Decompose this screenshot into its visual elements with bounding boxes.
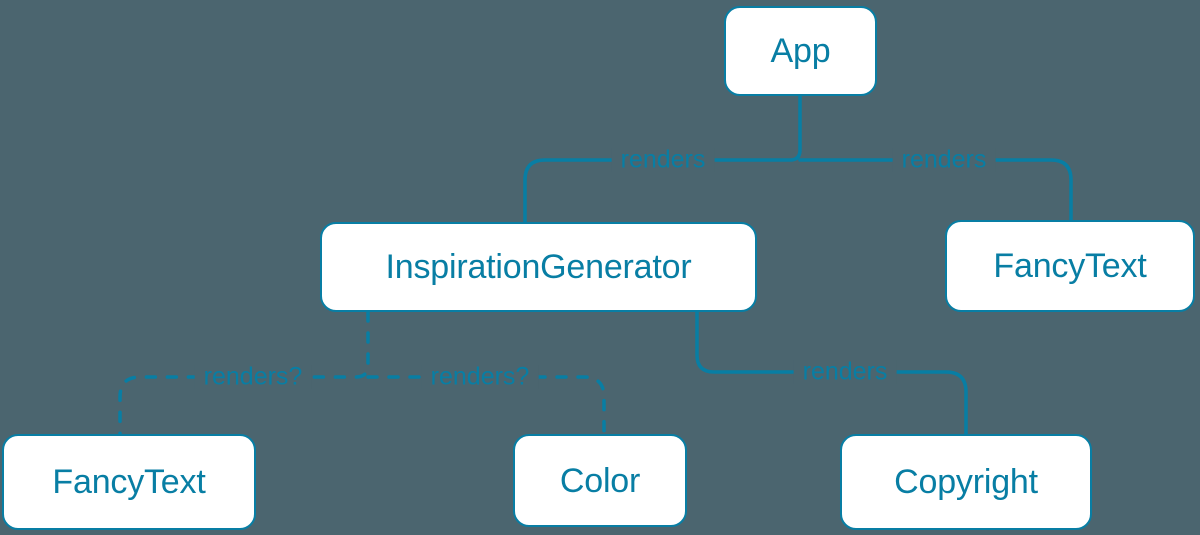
node-app[interactable]: App: [724, 6, 877, 96]
node-copyright-label: Copyright: [894, 463, 1038, 501]
edge-inspiration-to-color: [366, 375, 606, 436]
node-color-label: Color: [559, 461, 641, 500]
node-fancytext-right-label: FancyText: [993, 247, 1147, 285]
node-inspiration-generator[interactable]: InspirationGenerator: [320, 222, 757, 312]
node-fancytext-bottom[interactable]: FancyText: [2, 434, 256, 530]
node-fancytext-bottom-label: FancyText: [52, 463, 206, 501]
node-app-label: App: [770, 32, 831, 70]
node-fancytext-right[interactable]: FancyText: [945, 220, 1195, 312]
node-copyright[interactable]: Copyright: [840, 434, 1092, 530]
edge-label-inspiration-to-color: renders?: [421, 364, 539, 390]
node-color[interactable]: Color: [513, 434, 687, 527]
edge-app-to-fancytext-right: [798, 158, 1073, 222]
edge-label-app-to-inspiration-generator: renders: [611, 147, 715, 173]
edge-label-app-to-fancytext-right: renders: [892, 147, 996, 173]
node-inspiration-generator-label: InspirationGenerator: [385, 248, 692, 286]
edge-label-inspiration-to-fancytext: renders?: [194, 364, 312, 390]
edge-label-inspiration-to-copyright: renders: [793, 359, 897, 385]
